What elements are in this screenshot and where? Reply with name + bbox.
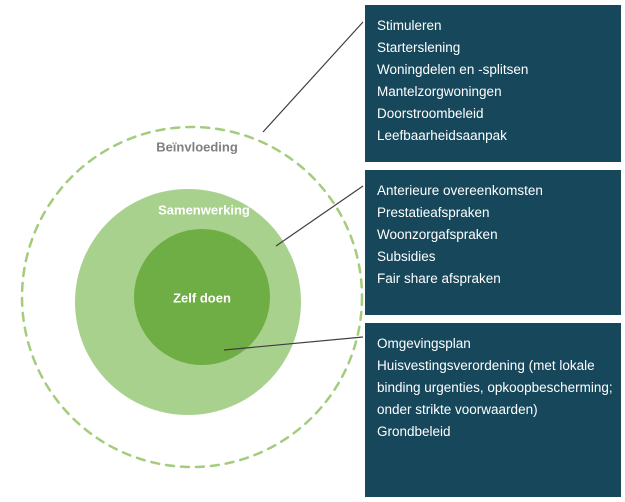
outer-dashed-circle — [20, 125, 364, 469]
inner-circle — [134, 229, 270, 365]
info-box-samenwerking: Anterieure overeenkomsten Prestatieafspr… — [365, 170, 621, 315]
list-item: Fair share afspraken — [377, 271, 501, 286]
list-item: Leefbaarheidsaanpak — [377, 128, 507, 143]
list-item: Mantelzorgwoningen — [377, 84, 502, 99]
list-item: Subsidies — [377, 249, 436, 264]
info-box-beinvloeding-list: Stimuleren Starterslening Woningdelen en… — [377, 15, 613, 147]
list-item: Stimuleren — [377, 18, 442, 33]
list-item: Grondbeleid — [377, 424, 451, 439]
list-item: Anterieure overeenkomsten — [377, 183, 543, 198]
list-item: Huisvestingsverordening (met lokale bind… — [377, 358, 613, 417]
connector-line-inner-to-box3 — [223, 336, 364, 351]
info-box-zelf-doen: Omgevingsplan Huisvestingsverordening (m… — [365, 323, 621, 497]
connector-line-middle-to-box2 — [275, 185, 364, 247]
info-box-zelf-doen-list: Omgevingsplan Huisvestingsverordening (m… — [377, 333, 613, 443]
info-box-samenwerking-list: Anterieure overeenkomsten Prestatieafspr… — [377, 180, 613, 290]
list-item: Prestatieafspraken — [377, 205, 490, 220]
connector-line-outer-to-box1 — [262, 21, 364, 133]
info-box-beinvloeding: Stimuleren Starterslening Woningdelen en… — [365, 5, 621, 162]
list-item: Starterslening — [377, 40, 461, 55]
list-item: Omgevingsplan — [377, 336, 471, 351]
list-item: Doorstroombeleid — [377, 106, 484, 121]
list-item: Woonzorgafspraken — [377, 227, 498, 242]
list-item: Woningdelen en -splitsen — [377, 62, 529, 77]
